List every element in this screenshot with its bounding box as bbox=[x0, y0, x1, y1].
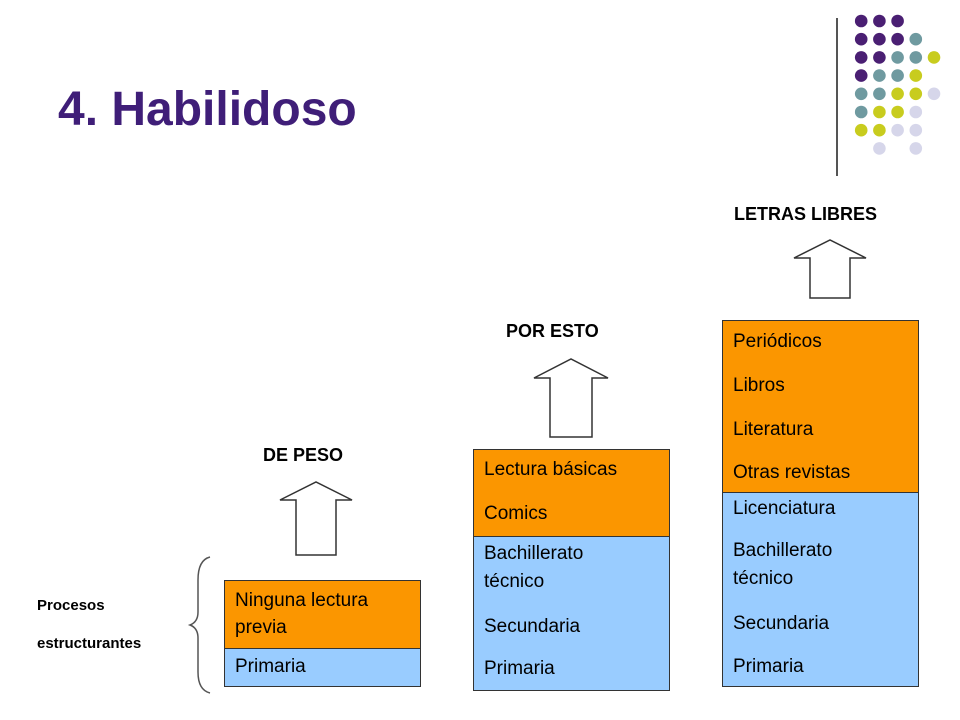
lower-education-box: Bachillerato técnico Secundaria Primaria bbox=[473, 536, 670, 691]
decorative-dot bbox=[909, 105, 923, 119]
decorative-dot bbox=[854, 105, 868, 119]
box-line: Primaria bbox=[733, 656, 804, 677]
decorative-dot bbox=[873, 32, 886, 46]
box-line: Lectura básicas bbox=[484, 459, 618, 480]
decorative-dot bbox=[854, 69, 868, 82]
upper-reading-box: Periódicos Libros Literatura Otras revis… bbox=[722, 320, 919, 493]
box-line: Comics bbox=[484, 503, 548, 524]
decorative-dot bbox=[873, 14, 886, 28]
upper-reading-box: Ninguna lectura previa bbox=[224, 580, 421, 649]
decorative-dot bbox=[891, 14, 904, 28]
decorative-dot bbox=[909, 123, 923, 137]
decorative-dot bbox=[909, 142, 923, 155]
up-arrow-icon bbox=[279, 481, 353, 556]
box-line: Bachillerato bbox=[733, 540, 833, 561]
box-line: Primaria bbox=[484, 658, 555, 679]
side-label: estructurantes bbox=[37, 635, 142, 652]
up-arrow-icon bbox=[793, 239, 867, 299]
box-line: Otras revistas bbox=[733, 462, 851, 483]
decorative-dot bbox=[891, 105, 904, 119]
level-heading: POR ESTO bbox=[506, 321, 599, 341]
box-line: Secundaria bbox=[733, 613, 830, 634]
box-line: Licenciatura bbox=[733, 498, 836, 519]
up-arrow-icon bbox=[533, 358, 609, 438]
decorative-dot bbox=[891, 32, 904, 46]
box-line: Ninguna lectura bbox=[235, 590, 369, 611]
decorative-dot bbox=[927, 51, 941, 64]
decorative-dot bbox=[891, 123, 904, 137]
decorative-dot bbox=[891, 51, 904, 64]
decorative-dot bbox=[927, 87, 941, 101]
decorative-dot bbox=[909, 32, 923, 46]
page-title: 4. Habilidoso bbox=[58, 83, 357, 136]
curly-brace-icon bbox=[187, 556, 211, 694]
decorative-dot bbox=[873, 105, 886, 119]
decorative-dot bbox=[854, 32, 868, 46]
decorative-dot bbox=[873, 69, 886, 82]
decorative-dot bbox=[909, 69, 923, 82]
decorative-vertical-line bbox=[836, 18, 838, 176]
box-line: previa bbox=[235, 617, 287, 638]
decorative-dot bbox=[854, 51, 868, 64]
upper-reading-box: Lectura básicas Comics bbox=[473, 449, 670, 537]
box-line: Libros bbox=[733, 375, 785, 396]
decorative-dot bbox=[854, 123, 868, 137]
box-line: Primaria bbox=[235, 656, 306, 677]
decorative-dot bbox=[909, 51, 923, 64]
decorative-dot bbox=[854, 14, 868, 28]
box-line: técnico bbox=[733, 568, 794, 589]
box-line: técnico bbox=[484, 571, 545, 592]
level-heading: LETRAS LIBRES bbox=[734, 204, 878, 224]
decorative-dot bbox=[873, 123, 886, 137]
side-label: Procesos bbox=[37, 597, 105, 614]
level-heading: DE PESO bbox=[263, 445, 344, 465]
decorative-dot bbox=[891, 87, 904, 101]
decorative-dot bbox=[854, 87, 868, 101]
decorative-dot bbox=[873, 51, 886, 64]
lower-education-box: Licenciatura Bachillerato técnico Secund… bbox=[722, 492, 919, 687]
lower-education-box: Primaria bbox=[224, 648, 421, 687]
box-line: Periódicos bbox=[733, 331, 822, 352]
decorative-dot bbox=[873, 87, 886, 101]
box-line: Literatura bbox=[733, 419, 814, 440]
decorative-dot bbox=[891, 69, 904, 82]
decorative-dot bbox=[909, 87, 923, 101]
decorative-dot-grid bbox=[854, 14, 941, 155]
box-line: Secundaria bbox=[484, 616, 581, 637]
decorative-dot bbox=[873, 142, 886, 155]
box-line: Bachillerato bbox=[484, 543, 584, 564]
